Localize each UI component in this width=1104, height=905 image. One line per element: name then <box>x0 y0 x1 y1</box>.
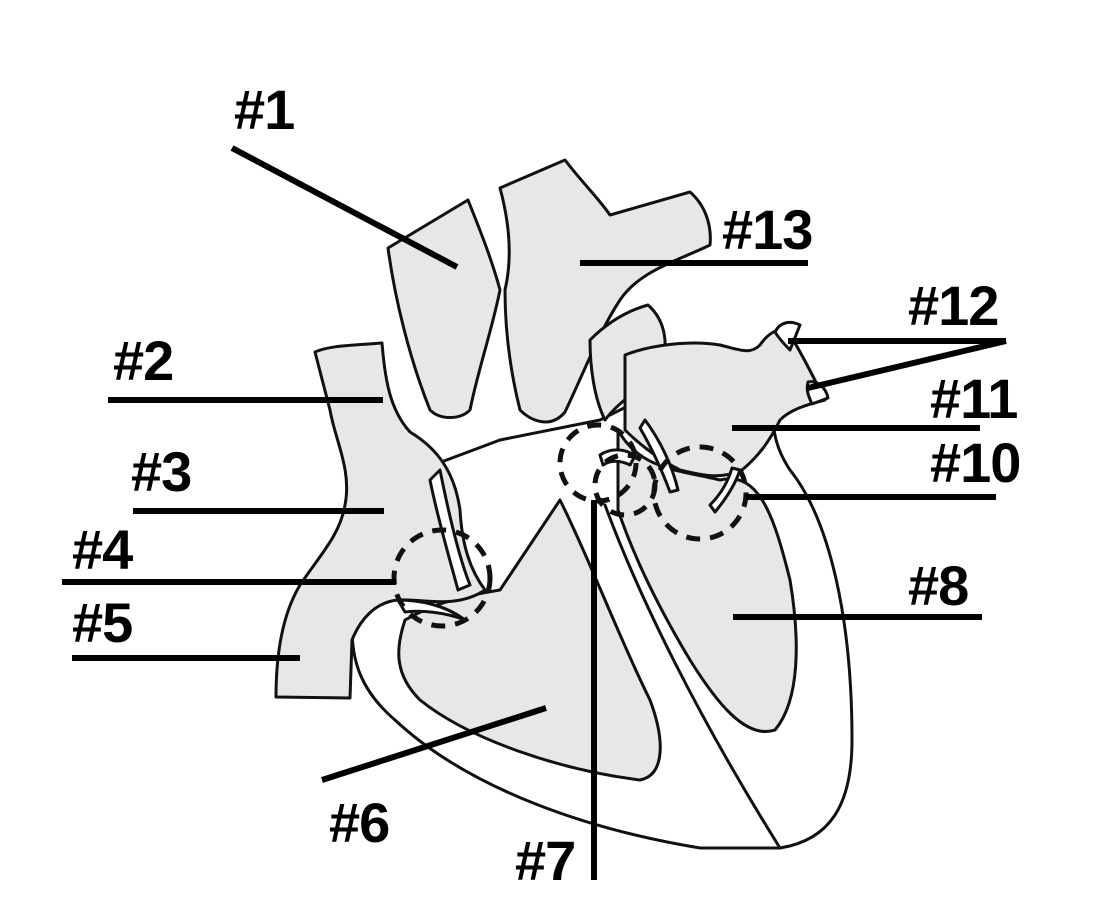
label-13: #13 <box>722 198 813 261</box>
label-1: #1 <box>234 78 295 141</box>
label-4: #4 <box>72 518 133 581</box>
mitral-valve-flap <box>638 418 680 494</box>
valve-markers <box>391 422 749 629</box>
left-ventricle <box>616 428 798 733</box>
tricuspid-valve-flap <box>428 468 472 592</box>
leader-line-12b <box>807 338 1007 391</box>
label-12: #12 <box>908 274 999 337</box>
label-7: #7 <box>515 829 576 892</box>
label-2: #2 <box>113 329 174 392</box>
superior-vena-cava <box>386 198 502 419</box>
tricuspid-valve-marker <box>391 527 493 629</box>
mitral-valve-marker <box>651 444 749 542</box>
leader-lines <box>62 145 1007 880</box>
mitral-valve-flap-right <box>708 466 742 514</box>
septum <box>603 503 782 850</box>
label-6: #6 <box>329 791 390 854</box>
leader-line-1 <box>230 145 459 270</box>
pulmonary-vein-upper <box>773 320 802 352</box>
label-3: #3 <box>131 440 192 503</box>
label-11: #11 <box>930 367 1018 430</box>
label-8: #8 <box>908 554 969 617</box>
label-5: #5 <box>72 591 133 654</box>
leader-line-6 <box>321 705 547 783</box>
label-10: #10 <box>930 431 1021 494</box>
